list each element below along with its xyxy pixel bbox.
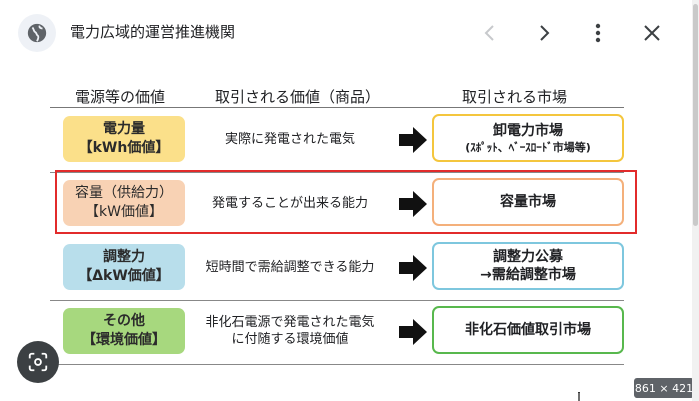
viewer-header: 電力広域的運営推進機関: [0, 0, 699, 66]
value-label-unit: 【kW価値】: [85, 204, 163, 220]
close-button[interactable]: [637, 18, 667, 48]
next-button[interactable]: [529, 18, 559, 48]
value-label-unit: 【ΔkW価値】: [78, 268, 170, 284]
market-name: 卸電力市場: [493, 122, 563, 139]
arrow-right-icon: [399, 191, 427, 217]
text-cursor-icon: [578, 392, 580, 401]
value-label-unit: 【環境価値】: [82, 332, 166, 348]
diagram-row-delta-kw: 調整力 【ΔkW価値】 短時間で需給調整できる能力 調整力公募 →需給調整市場: [50, 238, 628, 298]
market-subtext: →需給調整市場: [480, 267, 576, 283]
product-description: 実際に発電された電気: [190, 116, 390, 162]
arrow-right-icon: [399, 319, 427, 345]
lens-search-button[interactable]: [17, 341, 59, 383]
market-box-balancing: 調整力公募 →需給調整市場: [432, 242, 624, 290]
description-line: に付随する環境価値: [231, 332, 349, 347]
image-dimensions-badge: 861 × 421: [634, 378, 694, 398]
globe-icon[interactable]: [18, 14, 56, 52]
arrow-right-icon: [399, 255, 427, 281]
diagram-row-kwh: 電力量 【kWh価値】 実際に発電された電気 卸電力市場 (ｽﾎﾟｯﾄ、ﾍﾞｰｽ…: [50, 110, 628, 170]
value-label-environment: その他 【環境価値】: [63, 308, 185, 354]
column-header-market: 取引される市場: [462, 88, 568, 106]
value-label-name: 電力量: [103, 121, 145, 137]
value-label-unit: 【kWh価値】: [78, 140, 170, 156]
product-description: 短時間で需給調整できる能力: [190, 244, 390, 290]
value-label-name: 調整力: [103, 249, 145, 265]
description-line: 実際に発電された電気: [224, 131, 355, 147]
row-divider: [50, 300, 624, 301]
diagram-row-kw: 容量（供給力） 【kW価値】 発電することが出来る能力 容量市場: [50, 174, 628, 234]
description-line: 発電することが出来る能力: [211, 195, 368, 211]
capacity-highlight-frame: [55, 170, 637, 234]
chevron-right-icon: [540, 25, 550, 41]
column-header-product: 取引される価値（商品）: [215, 88, 381, 106]
market-name: 調整力公募: [493, 249, 563, 265]
value-label-kwh: 電力量 【kWh価値】: [63, 116, 185, 162]
product-description: 発電することが出来る能力: [190, 180, 390, 226]
more-options-button[interactable]: [583, 18, 613, 48]
value-label-name: その他: [103, 313, 145, 329]
column-header-value: 電源等の価値: [75, 88, 166, 106]
close-icon: [644, 25, 660, 41]
scrollbar-thumb[interactable]: [693, 4, 698, 226]
product-description: 非化石電源で発電された電気 に付随する環境価値: [190, 308, 390, 354]
description-line: 非化石電源で発電された電気: [205, 315, 375, 330]
market-box-capacity: 容量市場: [432, 178, 624, 226]
value-label-delta-kw: 調整力 【ΔkW価値】: [63, 244, 185, 290]
value-label-kw: 容量（供給力） 【kW価値】: [63, 180, 185, 226]
arrow-right-icon: [399, 127, 427, 153]
more-vert-icon: [595, 23, 601, 43]
previous-button[interactable]: [475, 18, 505, 48]
market-diagram-image[interactable]: 電源等の価値 取引される価値（商品） 取引される市場 電力量 【kWh価値】 実…: [50, 82, 628, 372]
vertical-scrollbar[interactable]: [692, 0, 699, 401]
page-title[interactable]: 電力広域的運営推進機関: [70, 23, 236, 41]
market-box-wholesale: 卸電力市場 (ｽﾎﾟｯﾄ、ﾍﾞｰｽﾛｰﾄﾞ市場等): [432, 114, 624, 162]
header-divider: [50, 107, 624, 108]
diagram-row-environment: その他 【環境価値】 非化石電源で発電された電気 に付随する環境価値 非化石価値…: [50, 302, 628, 362]
market-name: 容量市場: [500, 194, 556, 210]
market-box-non-fossil: 非化石価値取引市場: [432, 306, 624, 354]
market-subtext: (ｽﾎﾟｯﾄ、ﾍﾞｰｽﾛｰﾄﾞ市場等): [465, 140, 591, 154]
description-line: 短時間で需給調整できる能力: [205, 259, 375, 275]
market-name: 非化石価値取引市場: [465, 322, 591, 338]
value-label-name: 容量（供給力）: [75, 185, 173, 201]
row-divider: [50, 364, 624, 365]
chevron-left-icon: [484, 25, 494, 41]
lens-search-icon: [28, 352, 48, 372]
row-divider: [50, 172, 624, 173]
